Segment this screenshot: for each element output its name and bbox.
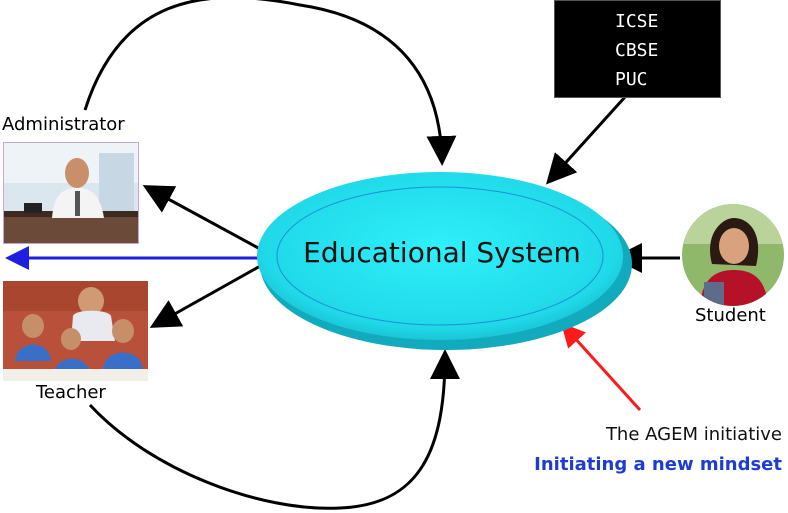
arrow-to-administrator	[142, 185, 263, 252]
arrow-agem-to-system	[560, 322, 642, 412]
teacher-photo	[3, 281, 148, 381]
curriculum-item: CBSE	[615, 40, 659, 61]
curriculum-item: PUC	[615, 69, 648, 90]
educational-system-ellipse	[257, 172, 623, 340]
student-label: Student	[695, 305, 766, 326]
loop-arrow-bottom	[88, 349, 460, 510]
agem-initiative-label: The AGEM initiative	[605, 424, 782, 445]
mindset-tagline: Initiating a new mindset	[534, 454, 782, 475]
student-photo	[682, 204, 784, 306]
educational-system-inner-ring	[276, 186, 604, 326]
administrator-photo	[3, 142, 139, 244]
curriculum-board: ICSE CBSE PUC	[554, 0, 721, 98]
curriculum-item: ICSE	[615, 11, 659, 32]
curriculum-list: ICSE CBSE PUC	[555, 1, 720, 94]
administrator-label: Administrator	[2, 114, 125, 135]
teacher-label: Teacher	[36, 382, 106, 403]
arrow-to-teacher	[149, 263, 263, 328]
loop-arrow-top	[83, 0, 457, 166]
arrow-board-to-system	[545, 95, 627, 185]
educational-system-label: Educational System	[303, 236, 581, 269]
